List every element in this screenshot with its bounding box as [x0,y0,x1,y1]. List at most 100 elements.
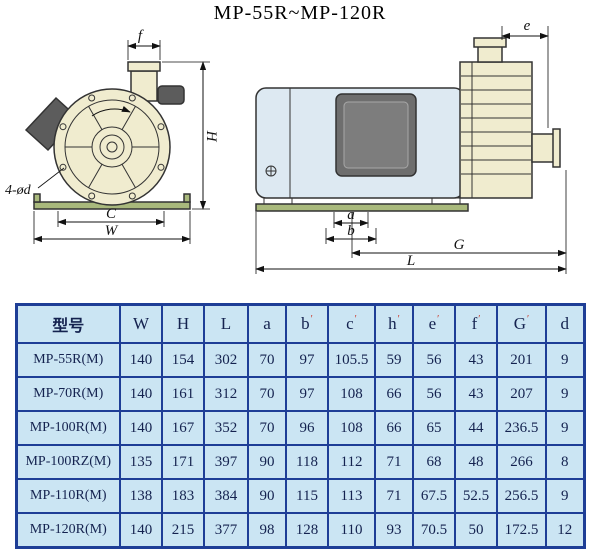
value-cell: 138 [119,478,163,514]
value-cell: 266 [496,444,547,480]
bolt-hole [157,123,165,131]
suction-flange [552,128,561,168]
value-cell: 215 [161,512,205,549]
column-header-c: c′ [327,303,376,344]
dimension-C: C [57,206,165,227]
value-cell: 236.5 [496,410,547,446]
value-cell: 118 [285,444,329,480]
value-cell: 43 [454,342,498,378]
model-cell: MP-100RZ(M) [15,444,121,480]
value-cell: 56 [412,342,456,378]
bolt-hole [128,192,136,200]
header-check-mark: ′ [397,314,400,325]
bolt-hole [88,192,96,200]
column-header-b: b′ [285,303,329,344]
value-cell: 70 [247,376,287,412]
column-header-d: d [545,303,585,344]
dimension-f: f [127,28,161,60]
outlet-pipe-side [477,45,503,63]
value-cell: 113 [327,478,376,514]
value-cell: 71 [374,444,414,480]
value-cell: 97 [285,376,329,412]
bolt-hole [128,94,136,102]
pump-head-fins [461,62,531,198]
value-cell: 110 [327,512,376,549]
bolt-hole [157,163,165,171]
rotation-arrow-icon [91,105,131,117]
value-cell: 70.5 [412,512,456,549]
value-cell: 312 [203,376,249,412]
value-cell: 9 [545,410,585,446]
column-header-e: e′ [412,303,456,344]
dim-label-G: G [454,237,465,253]
header-check-mark: ′ [527,314,530,325]
column-header-G: G′ [496,303,547,344]
value-cell: 59 [374,342,414,378]
value-cell: 52.5 [454,478,498,514]
pump-head [459,61,533,199]
header-check-mark: ′ [354,314,357,325]
value-cell: 65 [412,410,456,446]
value-cell: 97 [285,342,329,378]
dim-label-C: C [106,206,117,222]
value-cell: 201 [496,342,547,378]
value-cell: 135 [119,444,163,480]
value-cell: 112 [327,444,376,480]
value-cell: 302 [203,342,249,378]
value-cell: 105.5 [327,342,376,378]
base-tab-right [183,193,191,203]
dim-label-e: e [524,18,531,34]
value-cell: 183 [161,478,205,514]
column-header-h: h′ [374,303,414,344]
outlet-pipe-front [130,70,158,102]
dimension-W: W [33,211,191,244]
bolt-hole [59,163,67,171]
value-cell: 9 [545,478,585,514]
value-cell: 44 [454,410,498,446]
column-header-f: f′ [454,303,498,344]
value-cell: 66 [374,410,414,446]
value-cell: 108 [327,410,376,446]
value-cell: 9 [545,376,585,412]
holes-label: 4-ød [5,183,32,198]
value-cell: 8 [545,444,585,480]
value-cell: 161 [161,376,205,412]
holes-callout: 4-ød [5,167,65,198]
value-cell: 154 [161,342,205,378]
value-cell: 50 [454,512,498,549]
model-cell: MP-120R(M) [15,512,121,549]
value-cell: 115 [285,478,329,514]
dimension-G: G [351,170,567,274]
pump-front-view: f H C W 4-ød [5,28,219,244]
outlet-flange-side [473,37,507,48]
value-cell: 71 [374,478,414,514]
bolt-hole [88,94,96,102]
pump-side-view: e a b G L [255,18,567,274]
dimension-H: H [162,61,219,210]
header-check-mark: ′ [478,314,481,325]
column-header-H: H [161,303,205,344]
value-cell: 140 [119,376,163,412]
dimension-L: L [255,212,567,274]
value-cell: 90 [247,478,287,514]
technical-drawing: MP-55R~MP-120R [5,2,567,274]
value-cell: 256.5 [496,478,547,514]
casing-spokes [65,106,159,188]
value-cell: 90 [247,444,287,480]
header-check-mark: ′ [437,314,440,325]
value-cell: 140 [119,342,163,378]
value-cell: 171 [161,444,205,480]
dim-label-b: b [347,223,355,239]
hub-mid [99,134,125,160]
value-cell: 70 [247,342,287,378]
dim-label-H: H [203,130,219,143]
column-header-L: L [203,303,249,344]
